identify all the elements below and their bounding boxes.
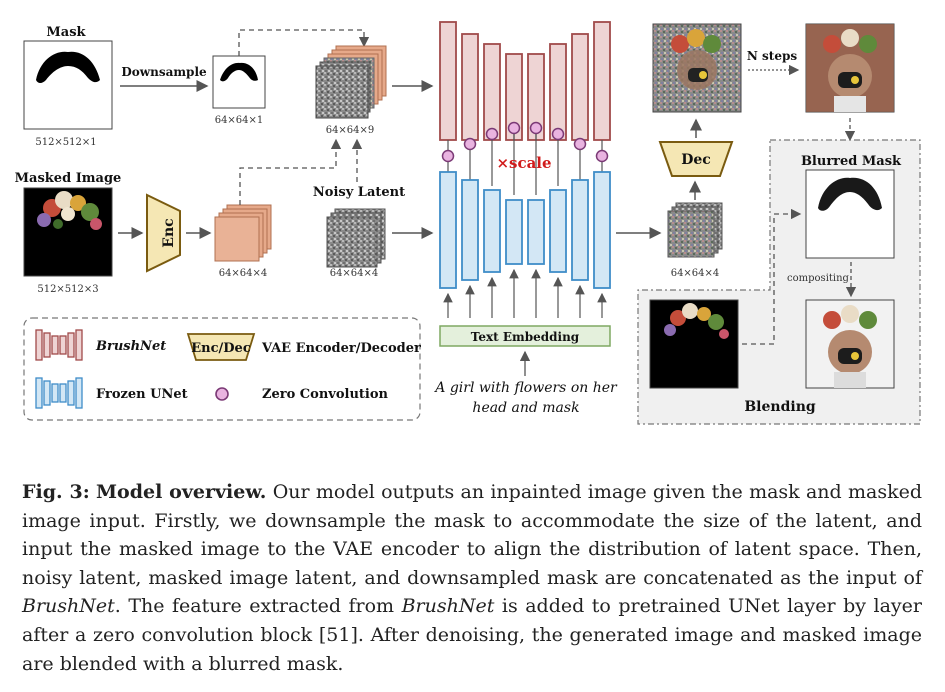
small-mask-shape xyxy=(220,62,258,82)
legend-vae-label: VAE Encoder/Decoder xyxy=(261,341,421,356)
caption-text-2: . The feature extracted from xyxy=(114,595,402,618)
prompt-text-line2: head and mask xyxy=(472,400,579,416)
latent-to-concat-dashed xyxy=(239,138,342,205)
unet-column xyxy=(439,171,611,289)
compositing-label: compositing xyxy=(787,273,850,284)
brushnet-column xyxy=(439,21,611,141)
noisy-latent-size: 64×64×4 xyxy=(330,268,379,279)
unet-layer xyxy=(549,189,567,273)
zero-conv-icon xyxy=(507,121,521,135)
unet-layer xyxy=(439,171,457,289)
brushnet-layer xyxy=(439,21,457,141)
blending-masked-flowers xyxy=(664,303,729,339)
mask-to-concat-dashed xyxy=(238,29,370,56)
legend-encdec-label: Enc/Dec xyxy=(191,341,251,356)
legend-zero-conv-label: Zero Convolution xyxy=(262,387,389,402)
masked-image-flowers xyxy=(37,191,102,230)
small-mask-size: 64×64×1 xyxy=(215,115,264,126)
caption-brushnet-1: BrushNet xyxy=(22,595,115,618)
masked-image-label: Masked Image xyxy=(15,171,122,186)
noisy-latent-stack xyxy=(326,208,386,268)
zero-conv-icon xyxy=(573,137,587,151)
caption-title: Model overview. xyxy=(96,481,267,503)
blurred-mask-label: Blurred Mask xyxy=(801,154,902,169)
concat-size: 64×64×9 xyxy=(326,125,375,136)
unet-layer xyxy=(527,199,545,265)
mask-shape xyxy=(36,51,100,83)
dec-block xyxy=(658,141,734,177)
scale-label: ×scale xyxy=(496,154,551,172)
enc-block xyxy=(146,193,181,273)
zero-conv-icon xyxy=(463,137,477,151)
caption-text-1: Our model outputs an inpainted image giv… xyxy=(22,481,922,589)
legend-brushnet-label: BrushNet xyxy=(95,339,166,354)
caption-text-3: is added to pretrained UNet layer by lay… xyxy=(22,595,922,675)
legend-unet-icon xyxy=(35,377,83,409)
brushnet-layer xyxy=(571,33,589,141)
generated-image-step1 xyxy=(652,23,742,113)
brushnet-layer xyxy=(461,33,479,141)
legend-brushnet-icon xyxy=(35,329,83,361)
masked-latent-stack xyxy=(214,204,272,262)
mask-label: Mask xyxy=(46,25,86,40)
downsample-label: Downsample xyxy=(121,65,207,79)
zero-conv-icon xyxy=(441,149,455,163)
legend-zero-conv-icon xyxy=(215,387,229,401)
brushnet-layer xyxy=(549,43,567,141)
unet-layer xyxy=(505,199,523,265)
text-embedding-box xyxy=(439,325,611,347)
prompt-text-line1: A girl with flowers on her xyxy=(433,380,618,396)
output-latent-size: 64×64×4 xyxy=(671,268,720,279)
zero-conv-icon xyxy=(551,127,565,141)
text-embedding-arrows xyxy=(443,268,607,318)
zero-conv-icon xyxy=(595,149,609,163)
unet-layer xyxy=(593,171,611,289)
output-latent-stack xyxy=(667,202,723,258)
unet-layer xyxy=(461,179,479,281)
masked-image-size: 512×512×3 xyxy=(37,284,98,295)
mask-size: 512×512×1 xyxy=(35,137,96,148)
model-overview-figure: Mask 512×512×1 Downsample 64×64×1 64×64×… xyxy=(15,21,921,425)
noisy-latent-label: Noisy Latent xyxy=(313,185,405,200)
dec-label: Dec xyxy=(681,152,711,168)
concat-latent-stack xyxy=(315,45,387,119)
caption-label: Fig. 3: xyxy=(22,481,90,503)
unet-layer xyxy=(483,189,501,273)
latent-size: 64×64×4 xyxy=(219,268,268,279)
blending-label: Blending xyxy=(744,399,816,415)
brushnet-layer xyxy=(483,43,501,141)
enc-label: Enc xyxy=(161,218,177,247)
legend-unet-label: Frozen UNet xyxy=(96,387,188,402)
zero-conv-icon xyxy=(529,121,543,135)
n-steps-label: N steps xyxy=(747,49,797,63)
zero-conv-icon xyxy=(485,127,499,141)
legend-box xyxy=(23,317,421,421)
blurred-mask-shape xyxy=(818,177,882,211)
masked-to-blurred-dashed xyxy=(742,208,802,345)
generated-image-final xyxy=(805,23,895,113)
caption-brushnet-2: BrushNet xyxy=(401,595,495,618)
figure-caption: Fig. 3: Model overview. Our model output… xyxy=(22,478,922,678)
brushnet-layer xyxy=(593,21,611,141)
zero-conv-row xyxy=(441,121,609,195)
text-embedding-label: Text Embedding xyxy=(471,330,580,344)
unet-layer xyxy=(571,179,589,281)
blended-result-image xyxy=(805,299,895,389)
legend-encdec-icon xyxy=(186,333,256,361)
